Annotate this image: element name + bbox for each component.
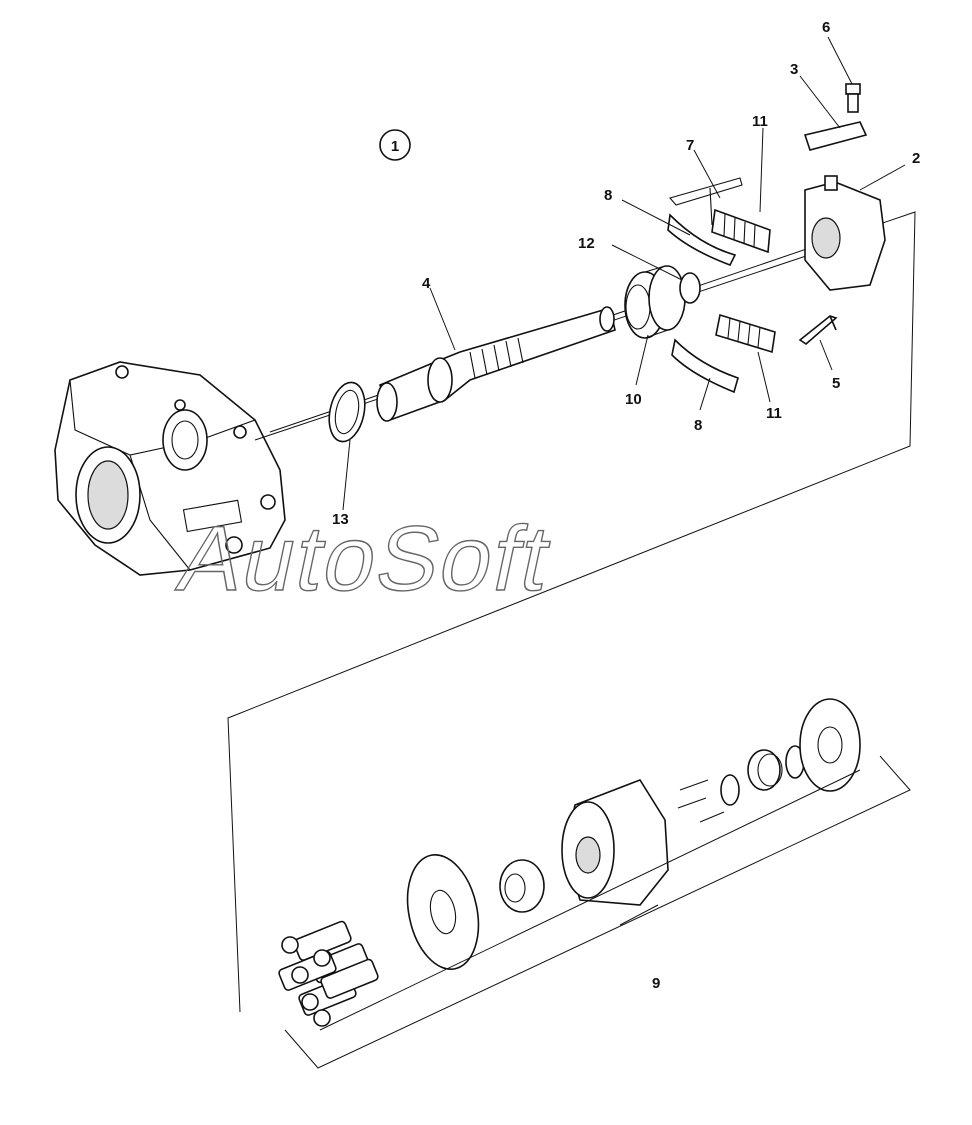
bearing-10 xyxy=(624,265,686,339)
pistons xyxy=(278,920,379,1027)
bearing-shell-8-upper xyxy=(667,213,737,267)
view-marker: 1 xyxy=(379,129,411,161)
pin-5 xyxy=(798,315,838,346)
label-part-6: 6 xyxy=(822,19,830,36)
label-part-8-upper: 8 xyxy=(604,187,612,204)
roller-cage-11-upper xyxy=(711,208,771,254)
label-part-12: 12 xyxy=(578,235,595,252)
label-part-8-lower: 8 xyxy=(694,417,702,434)
view-marker-text: 1 xyxy=(391,138,399,155)
retainer-plate xyxy=(406,854,480,970)
label-part-3: 3 xyxy=(790,61,798,78)
label-part-11-lower: 11 xyxy=(766,405,782,422)
plate-3 xyxy=(803,121,868,151)
label-part-9: 9 xyxy=(652,975,660,992)
label-part-10: 10 xyxy=(625,391,642,408)
label-part-4: 4 xyxy=(422,275,431,292)
spring xyxy=(747,749,783,791)
pump-housing xyxy=(54,361,286,576)
ball-guide xyxy=(499,859,545,913)
retaining-ring-13 xyxy=(328,381,366,443)
watermark: AutoSoft xyxy=(170,507,561,610)
clip-7 xyxy=(669,177,743,226)
swashplate-block-2 xyxy=(804,175,886,291)
roller-cage-11-lower xyxy=(715,313,776,354)
label-part-11-upper: 11 xyxy=(752,113,768,130)
cylinder-block xyxy=(561,779,669,906)
assembly-callout-frame-lower xyxy=(284,755,911,1069)
pins xyxy=(677,779,725,823)
label-part-13: 13 xyxy=(332,511,349,528)
o-ring xyxy=(720,774,740,806)
valve-plate xyxy=(799,698,861,792)
screw-6 xyxy=(845,83,861,113)
bearing-shell-8-lower xyxy=(671,338,739,394)
snap-ring-12 xyxy=(679,272,701,304)
label-part-2: 2 xyxy=(912,150,920,167)
label-part-7: 7 xyxy=(686,137,694,154)
label-part-5: 5 xyxy=(832,375,840,392)
drive-shaft-4 xyxy=(376,306,616,422)
